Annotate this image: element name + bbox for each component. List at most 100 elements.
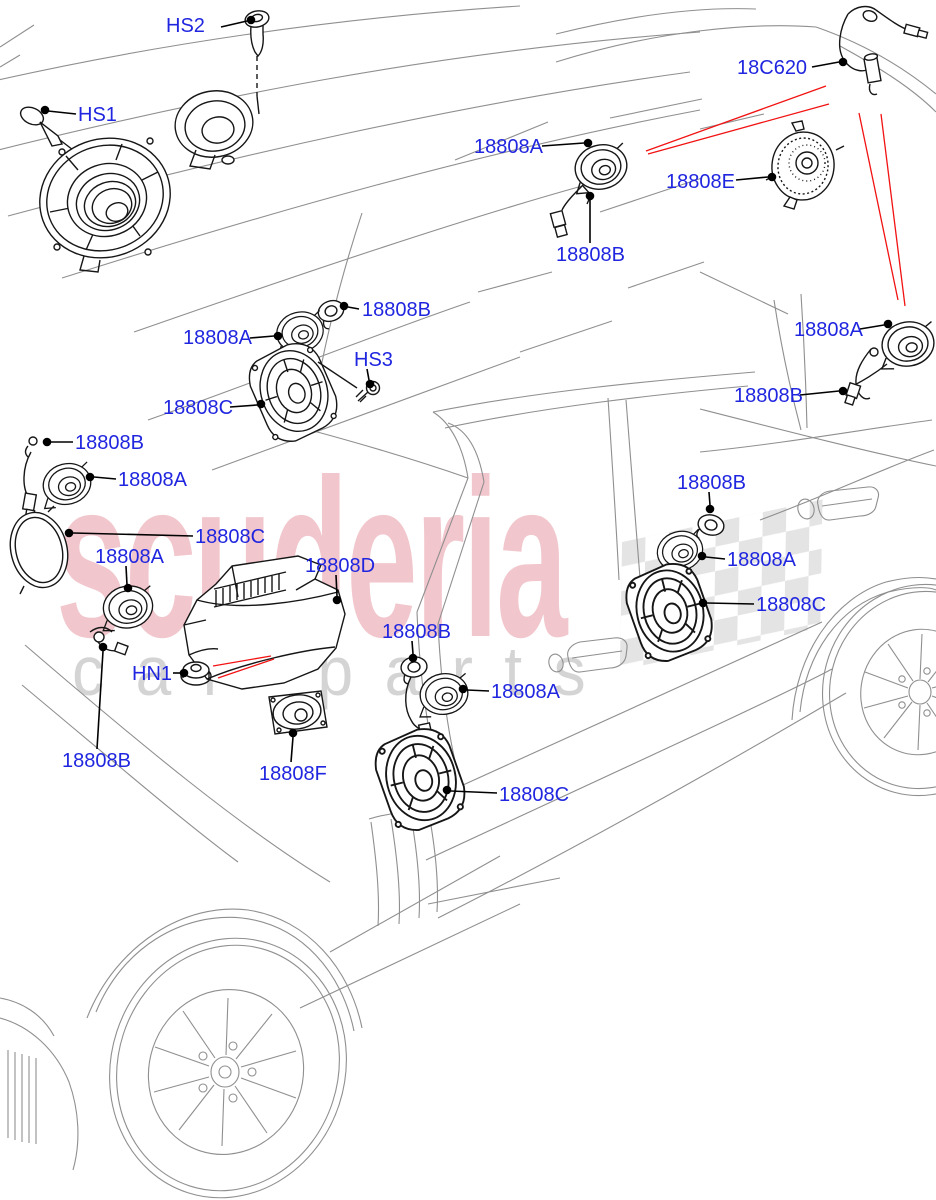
- part-label-18808a-3[interactable]: 18808A: [474, 136, 543, 158]
- part-label-18808b-17[interactable]: 18808B: [677, 472, 746, 494]
- leader-dot-3: [583, 138, 593, 148]
- leader-line-3: [541, 142, 585, 147]
- leader-dot-0: [246, 15, 256, 25]
- red-line-0: [645, 85, 827, 152]
- red-reference-lines: [212, 85, 906, 679]
- part-label-18808a-18[interactable]: 18808A: [727, 549, 796, 571]
- leader-dot-9: [365, 379, 375, 389]
- leader-dot-20: [408, 653, 418, 663]
- leader-line-24: [290, 736, 294, 763]
- leader-line-1: [47, 110, 77, 115]
- leader-extension-hs3: [317, 361, 358, 389]
- part-label-hs1-1[interactable]: HS1: [78, 104, 117, 126]
- leader-dot-7: [273, 331, 283, 341]
- leader-lines: [40, 15, 893, 795]
- car-outline: [0, 5, 936, 1199]
- leader-dot-25: [442, 785, 452, 795]
- clip-drawing-18808b-front: [89, 626, 129, 656]
- part-label-18808f-24[interactable]: 18808F: [259, 763, 327, 785]
- red-line-5: [217, 658, 275, 679]
- leader-dot-23: [98, 642, 108, 652]
- leader-dot-10: [838, 386, 848, 396]
- part-label-18808b-20[interactable]: 18808B: [382, 621, 451, 643]
- leader-line-15: [125, 565, 128, 586]
- part-label-18808a-22[interactable]: 18808A: [491, 681, 560, 703]
- leader-dot-12: [42, 437, 52, 447]
- leader-line-10: [799, 390, 840, 396]
- leader-dot-8: [883, 319, 893, 329]
- leader-line-16: [335, 574, 338, 597]
- part-label-18c620-2[interactable]: 18C620: [737, 57, 808, 79]
- leader-dot-11: [256, 399, 266, 409]
- leader-line-23: [96, 650, 104, 750]
- part-label-18808b-10[interactable]: 18808B: [734, 385, 803, 407]
- speaker-drawing-18808f: [268, 690, 328, 735]
- leader-line-0: [220, 20, 248, 28]
- part-label-18808c-11[interactable]: 18808C: [163, 397, 234, 419]
- red-line-4: [212, 655, 272, 667]
- leader-dot-5: [585, 191, 595, 201]
- leader-line-8: [859, 324, 885, 330]
- leader-dot-1: [40, 105, 50, 115]
- door-handle-front: [548, 637, 628, 673]
- part-label-18808b-23[interactable]: 18808B: [62, 750, 131, 772]
- red-line-2: [858, 112, 899, 301]
- part-label-18808a-8[interactable]: 18808A: [794, 319, 863, 341]
- leader-line-14: [72, 532, 194, 537]
- part-label-18808c-19[interactable]: 18808C: [756, 594, 827, 616]
- speaker-drawing-front-door-woofer: [39, 137, 171, 273]
- leader-line-20: [411, 640, 414, 655]
- wire-drawing-18808b-rear-right: [844, 347, 879, 406]
- part-label-18808e-4[interactable]: 18808E: [666, 171, 735, 193]
- leader-dot-17: [705, 504, 715, 514]
- part-label-18808a-7[interactable]: 18808A: [183, 327, 252, 349]
- leader-dot-14: [64, 528, 74, 538]
- leader-dot-2: [838, 57, 848, 67]
- leader-line-13: [93, 476, 117, 480]
- leader-line-19: [706, 602, 755, 605]
- leader-dot-18: [697, 551, 707, 561]
- part-label-hs3-9[interactable]: HS3: [354, 349, 393, 371]
- red-line-1: [647, 103, 830, 155]
- leader-dot-24: [288, 728, 298, 738]
- leader-dot-6: [339, 301, 349, 311]
- part-label-18808b-6[interactable]: 18808B: [362, 299, 431, 321]
- leader-line-7: [249, 335, 275, 339]
- rivet-drawing-hs1: [19, 106, 95, 167]
- ring-drawing-18808c-mount: [9, 505, 69, 595]
- part-label-18808d-16[interactable]: 18808D: [305, 555, 376, 577]
- leader-line-9: [366, 368, 370, 381]
- part-label-18808c-25[interactable]: 18808C: [499, 784, 570, 806]
- leader-line-18: [705, 556, 726, 560]
- part-label-18808a-15[interactable]: 18808A: [95, 546, 164, 568]
- leader-dot-22: [458, 684, 468, 694]
- part-label-18808b-5[interactable]: 18808B: [556, 244, 625, 266]
- leader-dot-16: [332, 595, 342, 605]
- leader-line-22: [466, 689, 490, 692]
- speaker-drawing-roof-midrange: [174, 90, 254, 170]
- part-label-hn1-21[interactable]: HN1: [132, 663, 173, 685]
- red-line-3: [880, 113, 906, 307]
- leader-line-6: [347, 306, 360, 310]
- door-handle-rear: [797, 486, 880, 521]
- leader-line-2: [811, 61, 840, 68]
- part-label-18808a-13[interactable]: 18808A: [118, 469, 187, 491]
- front-wheel: [109, 937, 347, 1199]
- leader-dot-15: [123, 583, 133, 593]
- leader-line-11: [229, 404, 258, 408]
- speaker-drawing-18808e-rear: [765, 120, 845, 210]
- rear-wheel: [821, 583, 936, 797]
- leader-dot-4: [767, 172, 777, 182]
- part-label-18808c-14[interactable]: 18808C: [195, 526, 266, 548]
- leader-line-4: [735, 176, 769, 181]
- part-label-hs2-0[interactable]: HS2: [166, 15, 205, 37]
- leader-line-25: [450, 790, 498, 794]
- leader-dot-21: [179, 668, 189, 678]
- part-label-18808b-12[interactable]: 18808B: [75, 432, 144, 454]
- leader-dot-13: [85, 472, 95, 482]
- wire-drawing-18c620: [838, 5, 929, 96]
- leader-dot-19: [698, 598, 708, 608]
- leader-line-17: [708, 491, 711, 506]
